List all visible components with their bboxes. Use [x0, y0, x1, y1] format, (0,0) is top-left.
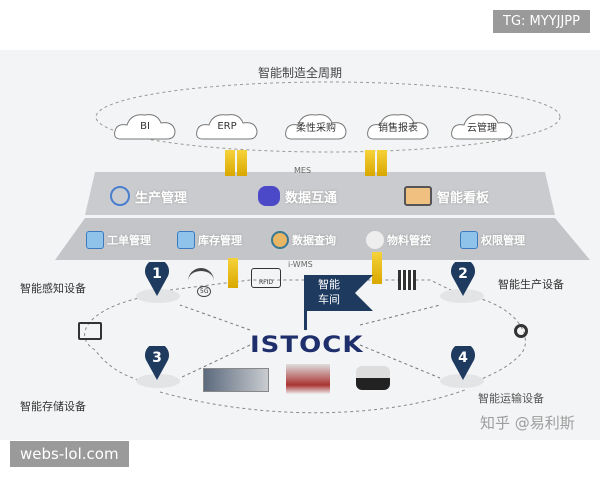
signal-sensor-icon [514, 324, 528, 338]
rfid-icon: RFID [251, 268, 281, 288]
cloud-bi: BI [113, 111, 177, 141]
istock-logo: ISTOCK [250, 332, 364, 358]
cloud-sales-report: 销售报表 [366, 111, 430, 141]
flag-line-2: 车间 [318, 293, 340, 306]
overlay-bottom-tag: webs-lol.com [10, 441, 129, 467]
node-label-sensing: 智能感知设备 [20, 282, 86, 295]
wifi-5g-icon [188, 268, 214, 294]
module-dashboard: 智能看板 [404, 186, 489, 206]
pin-2: 2 [450, 262, 476, 296]
document-gear-icon [177, 231, 195, 249]
pin-number: 1 [152, 266, 162, 282]
monitor-icon [404, 186, 432, 206]
module-work-order: 工单管理 [86, 231, 151, 249]
rfid-label: RFID [258, 279, 273, 286]
watermark: 知乎 @易利斯 [480, 414, 575, 432]
pin-4-icon [451, 346, 475, 380]
pin-2-icon [451, 262, 475, 296]
arrow-icon [377, 150, 387, 176]
module-data-query: 数据查询 [271, 231, 336, 249]
cloud-erp: ERP [195, 111, 259, 141]
module-label: 物料管控 [387, 234, 431, 247]
module-data-exchange: 数据互通 [258, 186, 337, 206]
pin-3-icon [145, 346, 169, 380]
book-icon [366, 231, 384, 249]
overlay-top-tag: TG: MYYJJPP [493, 10, 590, 33]
module-label: 智能看板 [437, 190, 490, 206]
node-label-production: 智能生产设备 [498, 278, 564, 291]
arrow-icon [228, 258, 238, 288]
module-label: 工单管理 [107, 234, 151, 247]
arrow-icon [237, 150, 247, 176]
module-material-control: 物料管控 [366, 231, 431, 249]
flag-pole [304, 275, 307, 330]
module-permissions: 权限管理 [460, 231, 525, 249]
5g-label: 5G [197, 286, 212, 297]
module-inventory: 库存管理 [177, 231, 242, 249]
node-label-transport: 智能运输设备 [478, 392, 544, 405]
module-production: 生产管理 [110, 186, 187, 206]
factory-image [286, 364, 330, 394]
network-icon [110, 186, 130, 206]
pin-number: 3 [152, 350, 162, 366]
node-label-storage: 智能存储设备 [20, 400, 86, 413]
cloud-management: 云管理 [450, 111, 514, 141]
mes-label: MES [294, 166, 312, 175]
flag-text: 智能车间 [318, 277, 340, 307]
flag-line-1: 智能 [318, 278, 340, 291]
diagram-title: 智能制造全周期 [257, 66, 342, 80]
chart-icon [258, 186, 280, 206]
module-label: 数据互通 [285, 190, 338, 206]
mes-platform [85, 172, 555, 215]
qr-code-icon [398, 270, 416, 290]
magnifier-icon [271, 231, 289, 249]
pin-1: 1 [144, 262, 170, 296]
pin-3: 3 [144, 346, 170, 380]
permission-icon [460, 231, 478, 249]
module-label: 权限管理 [481, 234, 525, 247]
storage-cabinet-image [203, 368, 269, 392]
module-label: 数据查询 [292, 234, 336, 247]
pin-1-icon [145, 262, 169, 296]
flag-icon [307, 275, 373, 311]
module-label: 生产管理 [135, 190, 188, 206]
arrow-icon [365, 150, 375, 176]
pin-4: 4 [450, 346, 476, 380]
arrow-icon [225, 150, 235, 176]
arrow-icon [372, 252, 382, 284]
cloud-procurement: 柔性采购 [284, 111, 348, 141]
wms-label: i-WMS [288, 260, 313, 269]
monitor-sync-icon [78, 322, 102, 340]
edit-icon [86, 231, 104, 249]
module-label: 库存管理 [198, 234, 242, 247]
agv-robot-image [356, 366, 390, 390]
wms-platform [55, 218, 590, 260]
pin-number: 2 [458, 266, 468, 282]
pin-number: 4 [458, 350, 468, 366]
